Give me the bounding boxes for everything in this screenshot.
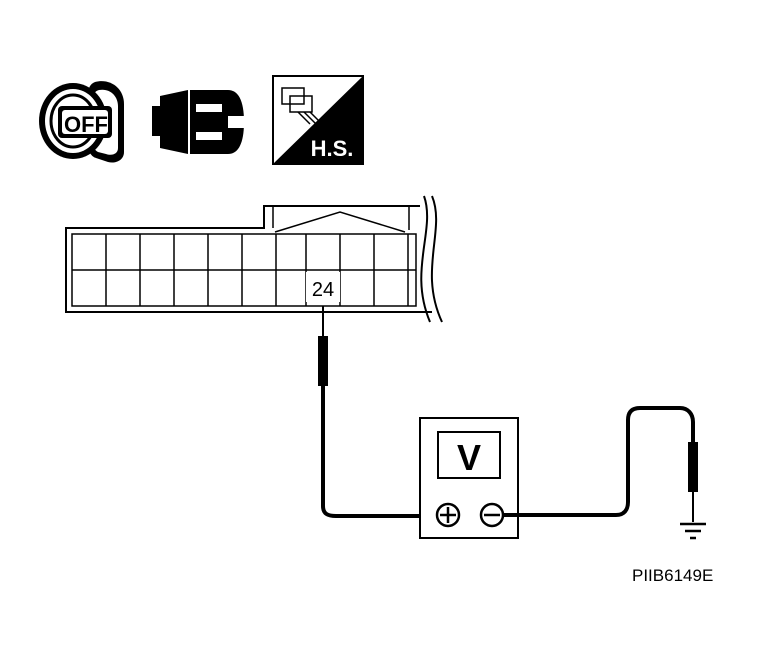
voltmeter-label: V <box>457 437 481 478</box>
negative-test-lead <box>503 406 698 522</box>
disconnected-connector-icon <box>152 90 244 154</box>
harness-side-label: H.S. <box>311 136 354 161</box>
voltmeter-icon: V <box>419 417 519 539</box>
figure-reference-code: PIIB6149E <box>632 566 714 585</box>
connector-sketch-icon <box>281 87 323 125</box>
harness-connector <box>65 195 443 323</box>
ignition-key-icon: OFF <box>39 81 124 163</box>
pin-24-label: 24 <box>312 279 334 301</box>
harness-side-icon: H.S. <box>272 75 364 165</box>
positive-test-lead <box>318 306 438 518</box>
ignition-off-label: OFF <box>64 112 108 137</box>
ground-icon <box>680 522 706 540</box>
